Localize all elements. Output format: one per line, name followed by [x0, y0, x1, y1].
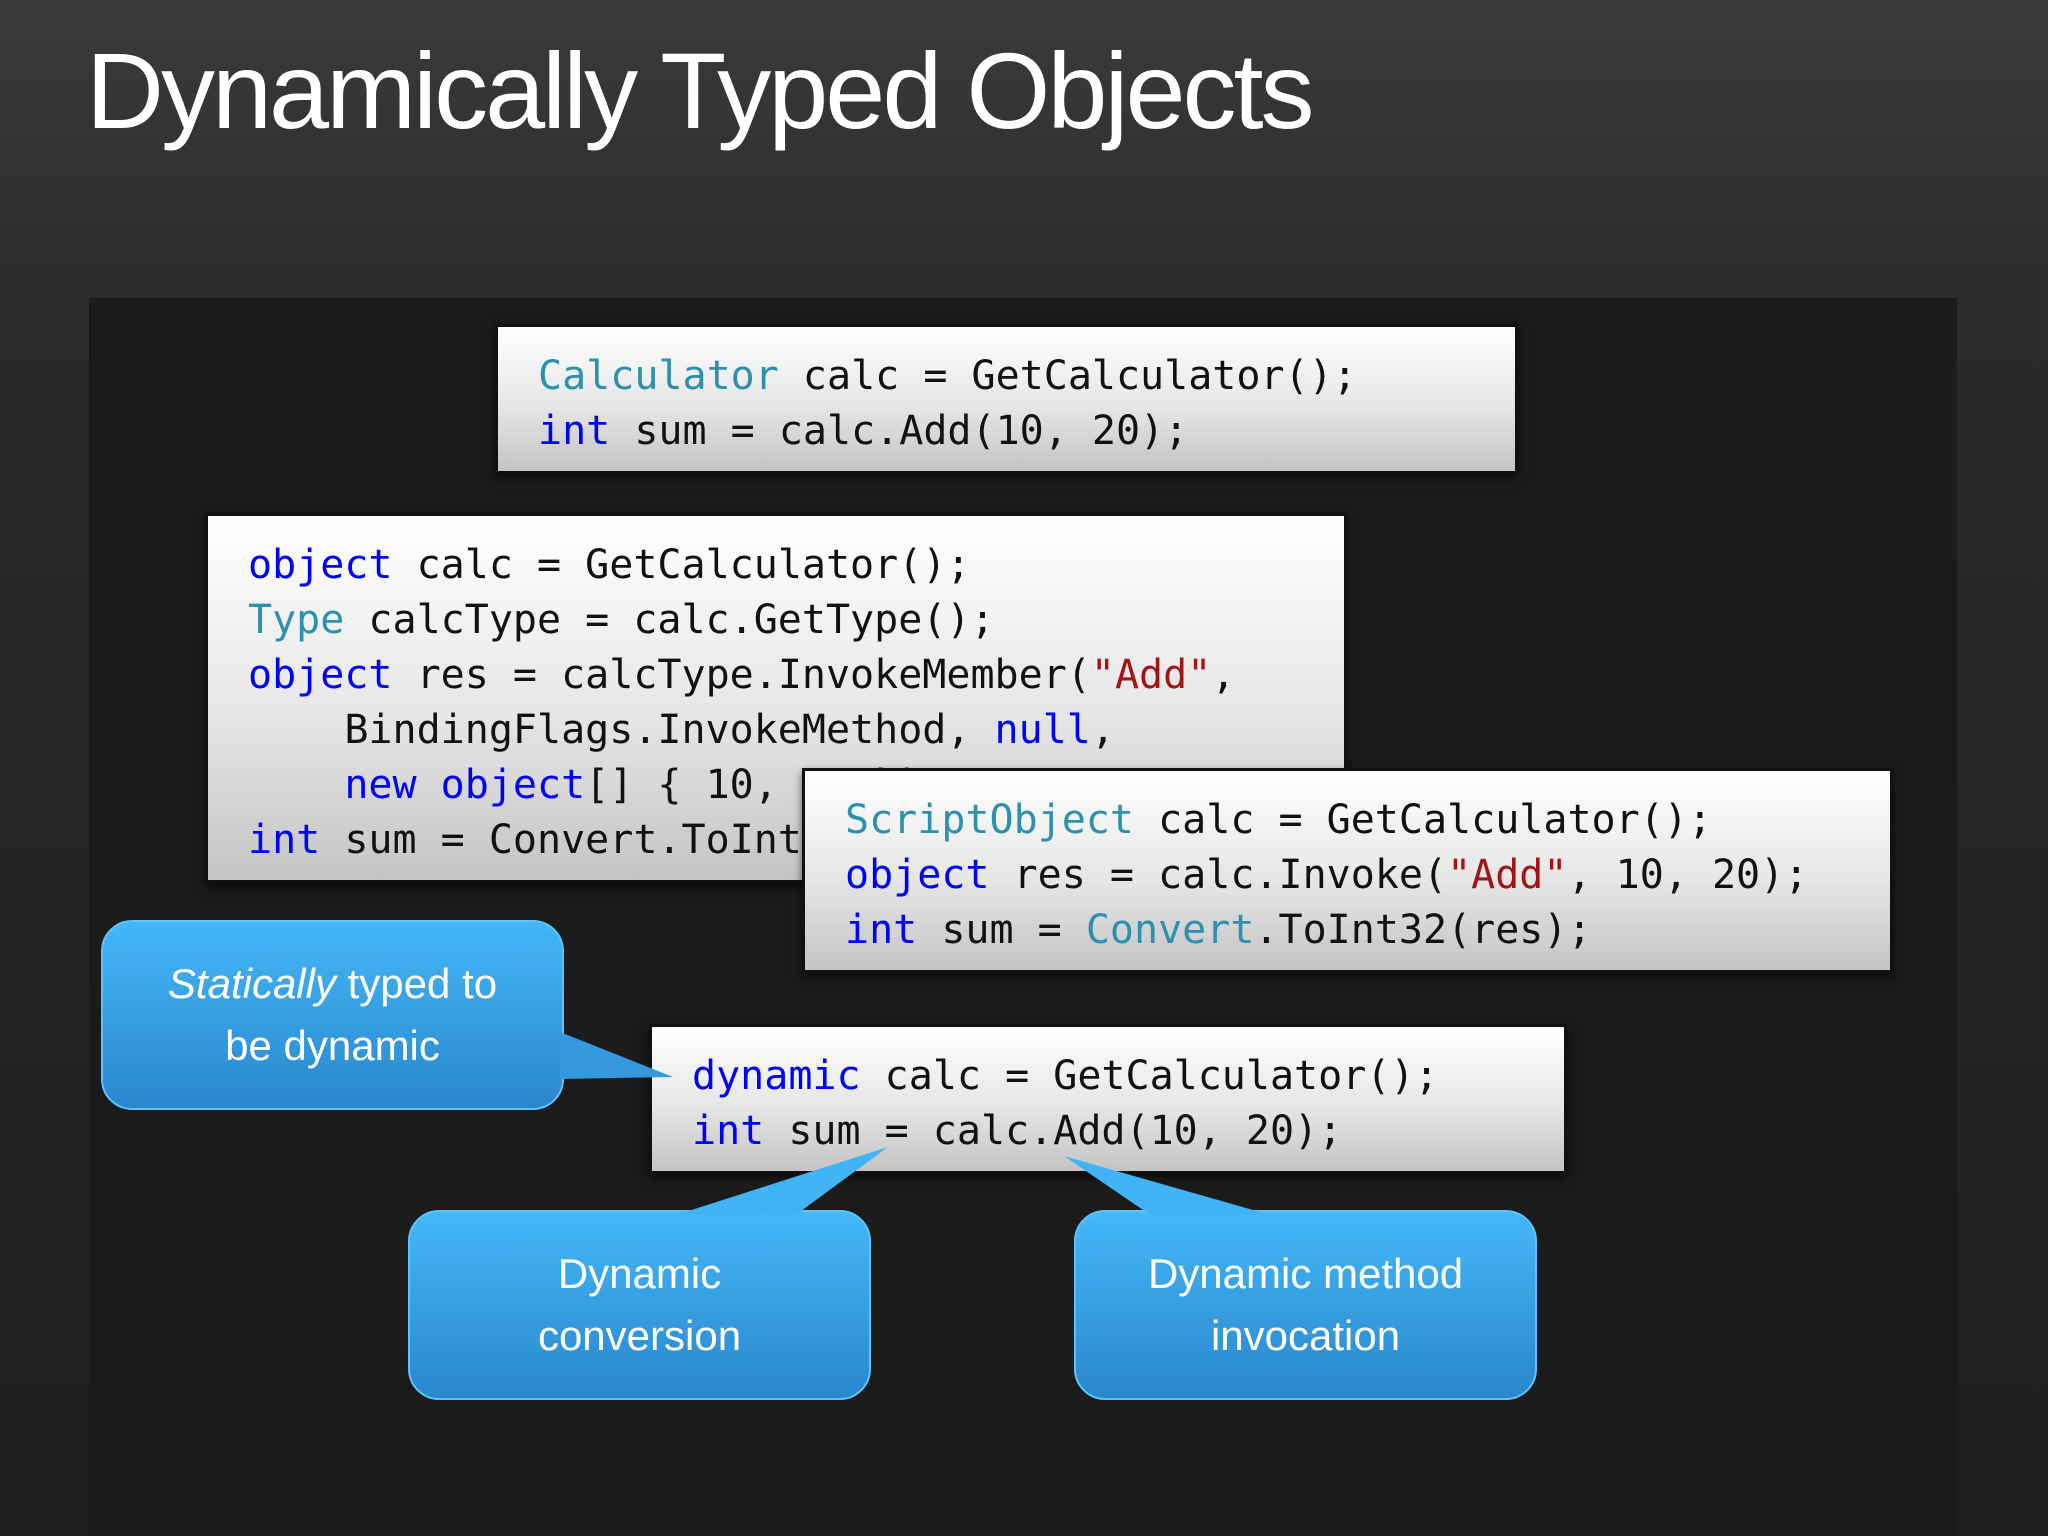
- code-text: ,: [1211, 652, 1236, 698]
- code-text: ,: [1090, 707, 1115, 753]
- callout-conversion-text: Dynamic conversion: [409, 1211, 870, 1399]
- code-line: int sum = calc.Add(10, 20);: [538, 404, 1515, 459]
- code-type: Convert: [1085, 907, 1255, 953]
- callout-invocation: [1064, 1156, 1537, 1400]
- slide-title: Dynamically Typed Objects: [86, 30, 1315, 151]
- callout-conversion-line1: Dynamic: [557, 1250, 722, 1297]
- callout-static-emphasis: Statically: [167, 960, 336, 1007]
- callout-static-rest: typed to: [335, 960, 498, 1007]
- code-string: "Add": [1447, 852, 1568, 898]
- code-line: int sum = Convert.ToInt32(res);: [845, 903, 1890, 958]
- code-text: calc = GetCalculator();: [778, 353, 1357, 399]
- code-keyword: object: [845, 852, 990, 898]
- callout-conversion-line2: conversion: [537, 1312, 742, 1359]
- code-keyword: int: [692, 1108, 765, 1154]
- code-keyword: int: [538, 408, 611, 454]
- code-line: BindingFlags.InvokeMethod, null,: [248, 703, 1344, 758]
- code-keyword: object: [440, 762, 586, 808]
- code-text: .ToInt32(res);: [1254, 907, 1592, 953]
- code-text: res = calcType.InvokeMember(: [392, 652, 1091, 698]
- code-line: object res = calc.Invoke("Add", 10, 20);: [845, 848, 1890, 903]
- code-type: ScriptObject: [845, 797, 1134, 843]
- code-keyword: new: [344, 762, 417, 808]
- code-text: calc = GetCalculator();: [860, 1053, 1439, 1099]
- static-typed-code: Calculator calc = GetCalculator();int su…: [495, 324, 1518, 474]
- callout-conversion: [408, 1147, 888, 1400]
- script-object-code: ScriptObject calc = GetCalculator();obje…: [802, 768, 1893, 973]
- dynamic-code: dynamic calc = GetCalculator();int sum =…: [649, 1024, 1567, 1174]
- code-keyword: int: [248, 817, 321, 863]
- code-keyword: object: [248, 542, 393, 588]
- code-string: "Add": [1090, 652, 1212, 698]
- code-line: Calculator calc = GetCalculator();: [538, 349, 1515, 404]
- code-text: calcType = calc.GetType();: [344, 597, 995, 643]
- code-line: ScriptObject calc = GetCalculator();: [845, 793, 1890, 848]
- code-text: sum = calc.Add(10, 20);: [610, 408, 1189, 454]
- code-line: dynamic calc = GetCalculator();: [692, 1049, 1564, 1104]
- callout-invocation-line2: invocation: [1210, 1312, 1401, 1359]
- code-line: object calc = GetCalculator();: [248, 538, 1344, 593]
- code-keyword: dynamic: [692, 1053, 861, 1099]
- code-text: sum = calc.Add(10, 20);: [764, 1108, 1343, 1154]
- code-type: Type: [248, 597, 345, 643]
- callout-static: [101, 920, 673, 1110]
- code-keyword: int: [845, 907, 918, 953]
- code-keyword: object: [248, 652, 393, 698]
- callout-invocation-text: Dynamic method invocation: [1075, 1211, 1536, 1399]
- code-text: calc = GetCalculator();: [392, 542, 971, 588]
- code-line: Type calcType = calc.GetType();: [248, 593, 1344, 648]
- code-text: calc = GetCalculator();: [1133, 797, 1712, 843]
- callout-invocation-line1: Dynamic method: [1147, 1250, 1464, 1297]
- code-line: int sum = calc.Add(10, 20);: [692, 1104, 1564, 1159]
- code-text: res = calc.Invoke(: [989, 852, 1448, 898]
- code-type: Calculator: [538, 353, 779, 399]
- code-text: sum =: [917, 907, 1086, 953]
- code-keyword: null: [994, 707, 1091, 753]
- code-text: , 10, 20);: [1567, 852, 1809, 898]
- callout-static-line2: be dynamic: [225, 1022, 440, 1069]
- code-text: BindingFlags.InvokeMethod,: [248, 707, 995, 753]
- callout-static-text: Statically typed to be dynamic: [102, 921, 563, 1109]
- code-line: object res = calcType.InvokeMember("Add"…: [248, 648, 1344, 703]
